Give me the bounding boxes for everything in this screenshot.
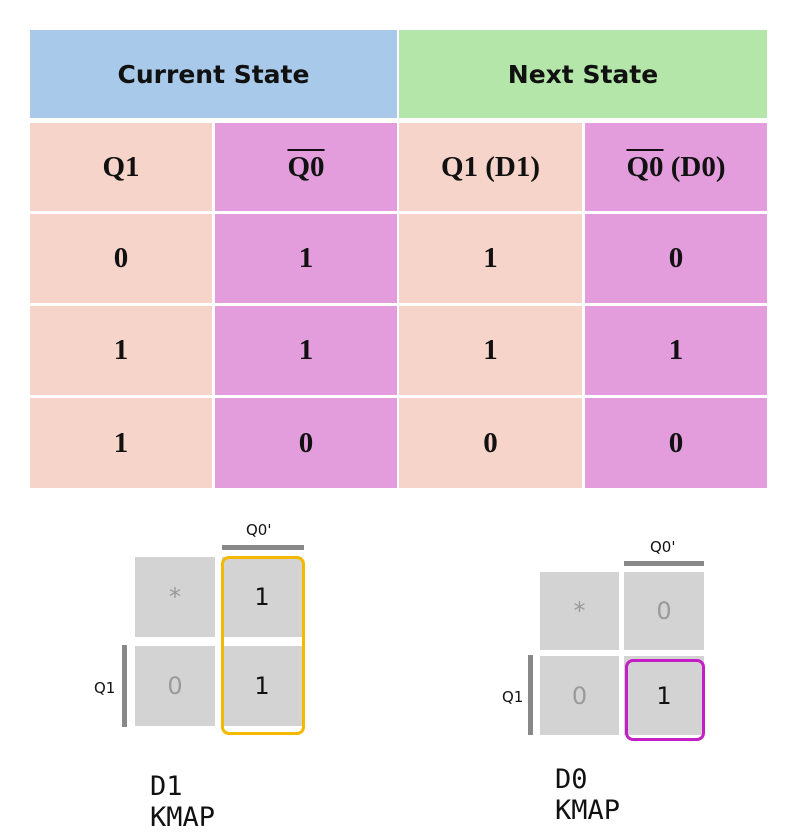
table-cell: 1 (215, 214, 397, 303)
kmap-d1-top-label: Q0' (246, 521, 272, 539)
table-cell: 0 (399, 398, 582, 488)
kmap-d1-cell: 1 (222, 557, 302, 637)
kmap-d0-top-bar (624, 561, 704, 566)
col-header-q0-bar: Q0 (215, 123, 397, 211)
kmap-d1-title: D1 KMAP (150, 771, 216, 833)
col-header-q0-bar-d0: Q0 (D0) (585, 123, 767, 211)
next-state-header: Next State (399, 30, 767, 118)
kmap-d0-group-ring (625, 659, 705, 741)
table-cell: 0 (585, 398, 767, 488)
kmap-d1-group-ring (221, 556, 305, 735)
kmap-d1-cell: * (135, 557, 215, 637)
table-cell: 1 (399, 214, 582, 303)
table-cell: 1 (399, 306, 582, 395)
q0-bar-text: Q0 (626, 150, 664, 183)
kmap-d0-cell: * (540, 572, 619, 650)
current-state-header: Current State (30, 30, 397, 118)
kmap-d1-cell: 0 (135, 646, 215, 726)
table-cell: 1 (30, 398, 212, 488)
kmap-d1-side-bar (122, 645, 127, 727)
col-header-q1-d1: Q1 (D1) (399, 123, 582, 211)
table-cell: 0 (585, 214, 767, 303)
table-cell: 1 (585, 306, 767, 395)
table-cell: 1 (30, 306, 212, 395)
kmap-d1-side-label: Q1 (94, 679, 116, 697)
table-cell: 0 (30, 214, 212, 303)
table-cell: 1 (215, 306, 397, 395)
kmap-d0-top-label: Q0' (650, 538, 676, 556)
kmap-d1-cell: 1 (222, 646, 302, 726)
q0-bar-text: Q0 (287, 150, 325, 183)
kmap-d0-side-bar (528, 655, 533, 735)
d0-suffix: (D0) (663, 150, 726, 183)
kmap-d0-cell: 0 (540, 656, 619, 735)
kmap-d0-cell: 0 (624, 572, 704, 650)
table-cell: 0 (215, 398, 397, 488)
kmap-d0-side-label: Q1 (502, 688, 524, 706)
kmap-d1-top-bar (222, 545, 304, 550)
kmap-d0-title: D0 KMAP (555, 764, 621, 826)
kmap-d0-cell: 1 (624, 656, 704, 735)
col-header-q1: Q1 (30, 123, 212, 211)
